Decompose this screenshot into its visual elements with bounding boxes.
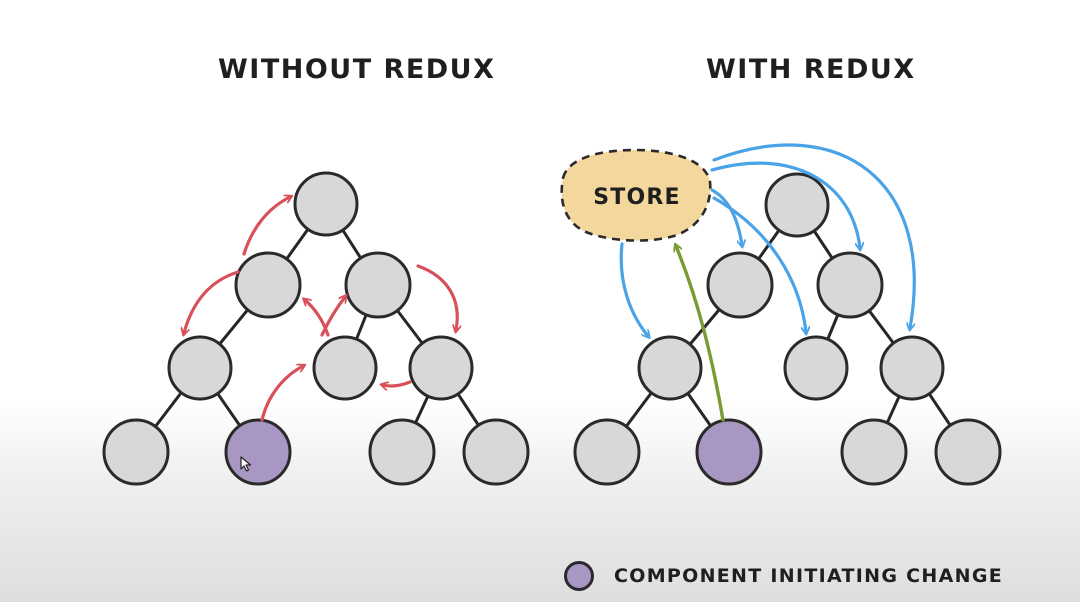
- component-node: [637, 335, 703, 401]
- initiating-component-node: [695, 418, 763, 486]
- component-node: [764, 172, 830, 238]
- legend-initiator-swatch: [564, 561, 594, 591]
- blue-arrow: [710, 188, 742, 245]
- legend: COMPONENT INITIATING CHANGE: [564, 561, 1003, 591]
- title-with-redux: WITH REDUX: [706, 54, 916, 85]
- blue-arrow: [712, 143, 916, 328]
- redux-store: STORE: [560, 148, 712, 242]
- component-node: [368, 418, 436, 486]
- left-tree-nodes: [102, 171, 530, 486]
- blue-arrow: [712, 196, 806, 332]
- red-arrow: [320, 297, 345, 337]
- right-tree-edges: [605, 203, 970, 454]
- title-without-redux: WITHOUT REDUX: [218, 54, 496, 85]
- component-node: [312, 335, 378, 401]
- store-shape: [560, 148, 712, 242]
- component-node: [408, 335, 474, 401]
- red-arrow: [305, 300, 330, 337]
- component-node: [816, 251, 884, 319]
- left-tree-edges: [134, 202, 498, 454]
- legend-label: COMPONENT INITIATING CHANGE: [614, 565, 1004, 587]
- component-node: [167, 335, 233, 401]
- component-node: [344, 251, 412, 319]
- component-node: [102, 418, 170, 486]
- red-arrow: [383, 380, 412, 386]
- component-node: [706, 251, 774, 319]
- store-label: STORE: [593, 185, 681, 210]
- right-tree-nodes: [573, 172, 1002, 486]
- component-node: [879, 335, 945, 401]
- left-red-arrows: [184, 197, 457, 422]
- component-node: [840, 418, 908, 486]
- component-node: [462, 418, 530, 486]
- component-node: [573, 418, 641, 486]
- blue-arrow: [619, 242, 648, 336]
- red-arrow: [242, 197, 290, 256]
- component-node: [934, 418, 1002, 486]
- red-arrow: [416, 264, 457, 330]
- initiating-component-node: [224, 418, 292, 486]
- component-node: [783, 335, 849, 401]
- red-arrow: [184, 270, 240, 333]
- component-node: [293, 171, 359, 237]
- red-arrow: [260, 366, 303, 422]
- green-arrow: [676, 246, 725, 422]
- blue-arrow: [710, 161, 860, 248]
- mouse-pointer-icon: [240, 456, 252, 472]
- right-blue-arrows: [619, 143, 916, 336]
- component-node: [234, 251, 302, 319]
